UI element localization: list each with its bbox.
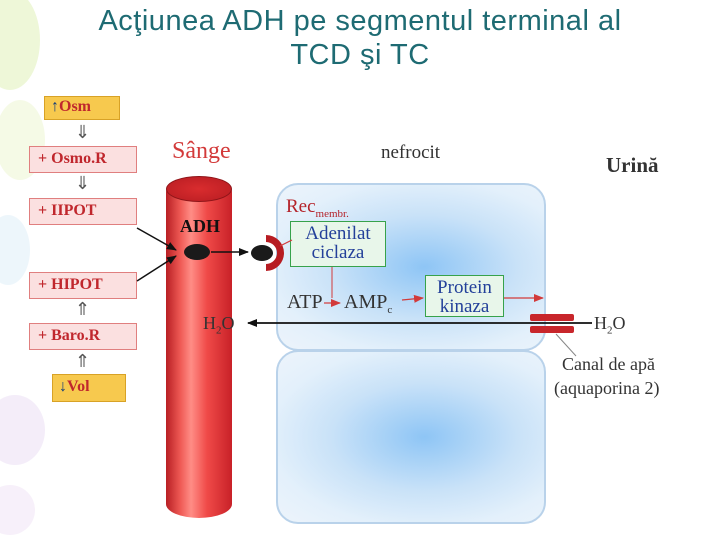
bound-adh-molecule [251,245,273,261]
water-subscript: 2 [607,324,613,337]
aquaporin-label: (aquaporina 2) [554,378,660,398]
vol-box: ↓Vol [52,374,126,402]
iipot-box: + IIPOT [29,198,137,225]
nephrocyte-label: nefrocit [381,142,441,163]
blood-label: Sânge [172,138,231,164]
protein-label: Protein [437,277,492,298]
cyclase-label: ciclaza [311,242,365,263]
osm-box: ↑Osm [44,96,120,120]
blood-vessel [166,178,232,518]
background-decoration [0,0,45,535]
nephrocyte-cell-lower [276,350,546,524]
up-arrow-icon: ⇑ [75,351,91,371]
title-line-1: Acţiunea ADH pe segmentul terminal al [98,5,622,37]
receptor-label: Recmembr. [286,196,349,220]
water-label-urine: H2O [594,313,626,337]
baro-receptor-box: + Baro.R [29,323,137,350]
down-arrow-icon: ⇓ [75,122,91,142]
up-arrow-icon: ↑ [51,98,59,115]
water-channel-label: Canal de apă [562,354,655,374]
water-subscript: 2 [216,324,222,337]
water-h: H [594,313,607,333]
blood-vessel-top [166,176,232,202]
adenylate-label: Adenilat [305,223,371,244]
slide-title: Acţiunea ADH pe segmentul terminal al TC… [20,4,700,72]
water-h: H [203,313,216,333]
hipot-box: + HIPOT [29,272,137,299]
amp-label: AMPc [344,291,392,316]
urine-label: Urină [606,153,659,177]
vol-label: Vol [67,378,90,395]
water-label-blood: H2O [203,313,235,337]
water-o: O [612,313,626,333]
protein-kinase-box: Protein kinaza [425,275,504,317]
adenylate-cyclase-box: Adenilat ciclaza [290,221,386,267]
title-line-2: TCD şi TC [290,39,430,71]
adh-label: ADH [180,216,220,236]
down-arrow-icon: ⇓ [75,173,91,193]
kinase-label: kinaza [439,296,490,317]
channel-pointer-line [555,333,577,357]
amp-text: AMP [344,291,388,313]
osm-label: Osm [59,98,91,115]
atp-label: ATP [287,291,323,313]
receptor-text: Rec [286,196,316,217]
down-arrow-icon: ↓ [59,378,67,395]
osmo-receptor-box: + Osmo.R [29,146,137,173]
water-o: O [221,313,235,333]
receptor-subscript: membr. [315,207,349,220]
up-arrow-icon: ⇑ [75,299,91,319]
amp-subscript: c [387,304,393,316]
